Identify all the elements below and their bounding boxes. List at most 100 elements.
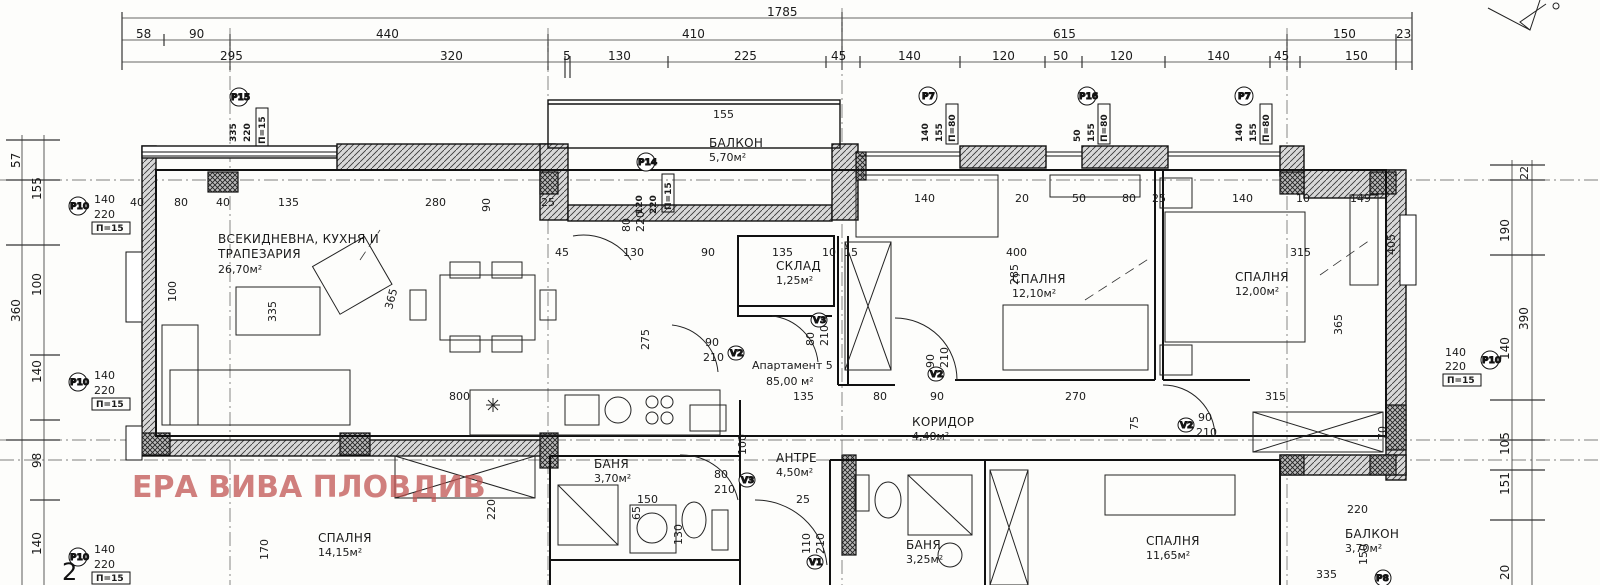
room-area-bath-2: 3,25м² [906, 553, 943, 566]
svg-text:V3: V3 [741, 476, 754, 486]
room-name-balcony: БАЛКОН [709, 136, 763, 150]
svg-text:П=15: П=15 [96, 400, 124, 410]
dim-label: 100 [30, 273, 44, 296]
dim-label: 280 [425, 196, 446, 209]
dim-label: 225 [734, 49, 757, 63]
svg-text:220: 220 [634, 211, 647, 232]
dim-label: 90 [480, 198, 493, 212]
svg-text:P14: P14 [638, 158, 657, 168]
dim-label: 275 [639, 329, 652, 350]
interior-dimensions: 40 80 40 135 280 90 25 45 130 90 135 10 … [130, 108, 1398, 581]
svg-text:140: 140 [94, 543, 115, 556]
svg-text:50: 50 [1073, 129, 1083, 142]
svg-text:П=15: П=15 [96, 574, 124, 584]
dimension-lines-sides [6, 135, 1545, 585]
dim-label: 57 [9, 153, 23, 168]
dim-label: 800 [449, 390, 470, 403]
room-name-balcony-2: БАЛКОН [1345, 527, 1399, 541]
tag-p10-b: P10 [68, 372, 90, 392]
dim-label: 25 [1152, 192, 1166, 205]
dim-label: 45 [1274, 49, 1289, 63]
furniture [161, 174, 1384, 585]
dim-label: 220 [485, 499, 498, 520]
dim-label: 135 [278, 196, 299, 209]
tag-p10-d: P10 [68, 547, 90, 567]
svg-text:V2: V2 [930, 370, 943, 380]
dim-label: 150 [637, 493, 658, 506]
dim-label: 140 [30, 360, 44, 383]
dim-label: 10 [822, 246, 836, 259]
svg-text:V3: V3 [813, 316, 826, 326]
svg-text:220: 220 [649, 195, 659, 214]
svg-text:220: 220 [94, 384, 115, 397]
svg-text:140: 140 [94, 193, 115, 206]
svg-text:P7: P7 [922, 92, 935, 102]
tag-v3-b: V3 [738, 472, 756, 488]
room-area-balcony-2: 3,70м² [1345, 542, 1382, 555]
svg-text:P10: P10 [1482, 356, 1501, 366]
dim-label: 170 [258, 539, 271, 560]
dim-label: 400 [1006, 246, 1027, 259]
dim-label: 155 [713, 108, 734, 121]
dim-label: 150 [1357, 544, 1370, 565]
tag-v3-a: V3 [810, 312, 828, 328]
tag-v2-a: V2 [727, 345, 745, 361]
tag-p14: P14 [636, 152, 658, 172]
tag-v2-b: V2 [927, 366, 945, 382]
tag-p10-a: P10 [68, 196, 90, 216]
dim-label: 80 [1122, 192, 1136, 205]
room-area-balcony: 5,70м² [709, 151, 746, 164]
room-area-bedroom-1: 12,10м² [1012, 287, 1056, 300]
dim-label: 90 [701, 246, 715, 259]
dim-label: 315 [1290, 246, 1311, 259]
svg-text:П=80: П=80 [1262, 114, 1272, 142]
svg-text:140: 140 [94, 369, 115, 382]
dim-label: 150 [1333, 27, 1356, 41]
dim-label: 98 [30, 453, 44, 468]
svg-text:220: 220 [94, 208, 115, 221]
dim-label: 40 [130, 196, 144, 209]
room-name-storage: СКЛАД [776, 259, 821, 273]
dim-label: 90 [189, 27, 204, 41]
tag-v1: V1 [806, 554, 824, 570]
svg-text:210: 210 [714, 483, 735, 496]
tag-p7-a: P7 [918, 86, 938, 106]
window-tags: P15 P14 P7 P16 P7 P10 P10 P10 [68, 86, 1502, 585]
dim-label: 140 [1498, 337, 1512, 360]
page-number: 2 [62, 558, 77, 585]
dim-label: 5 [563, 49, 571, 63]
svg-text:П=80: П=80 [1100, 114, 1110, 142]
svg-text:P10: P10 [70, 378, 89, 388]
dim-label: 120 [1110, 49, 1133, 63]
window-codes: 335 220 П=15 120 220 П=15 140 155 П=80 5… [91, 103, 1482, 585]
svg-text:P7: P7 [1238, 92, 1251, 102]
svg-text:П=15: П=15 [96, 224, 124, 234]
svg-text:П=15: П=15 [664, 182, 674, 210]
dim-label: 360 [9, 299, 23, 322]
door-swings [572, 234, 1216, 566]
dim-label: 150 [1345, 49, 1368, 63]
svg-text:П=15: П=15 [1447, 376, 1475, 386]
svg-text:V2: V2 [730, 349, 743, 359]
dim-label: 90 [930, 390, 944, 403]
dim-label: 140 [898, 49, 921, 63]
balcony-top-outline [547, 99, 841, 149]
dim-label: 45 [555, 246, 569, 259]
dim-label: 405 [1385, 234, 1398, 255]
dim-total: 1785 [767, 5, 798, 19]
dim-label: 365 [1332, 314, 1345, 335]
dim-label: 65 [630, 506, 643, 520]
dim-label: 75 [1128, 416, 1141, 430]
svg-text:220: 220 [243, 123, 253, 142]
apartment-area: 85,00 м² [766, 375, 814, 388]
svg-text:П=80: П=80 [948, 114, 958, 142]
tag-p15: P15 [229, 87, 251, 107]
dim-label: 58 [136, 27, 151, 41]
svg-text:80: 80 [804, 332, 817, 346]
dim-label: 130 [623, 246, 644, 259]
svg-text:V1: V1 [809, 558, 822, 568]
dim-label: 320 [440, 49, 463, 63]
svg-text:P15: P15 [231, 93, 250, 103]
dim-label: 140 [1232, 192, 1253, 205]
